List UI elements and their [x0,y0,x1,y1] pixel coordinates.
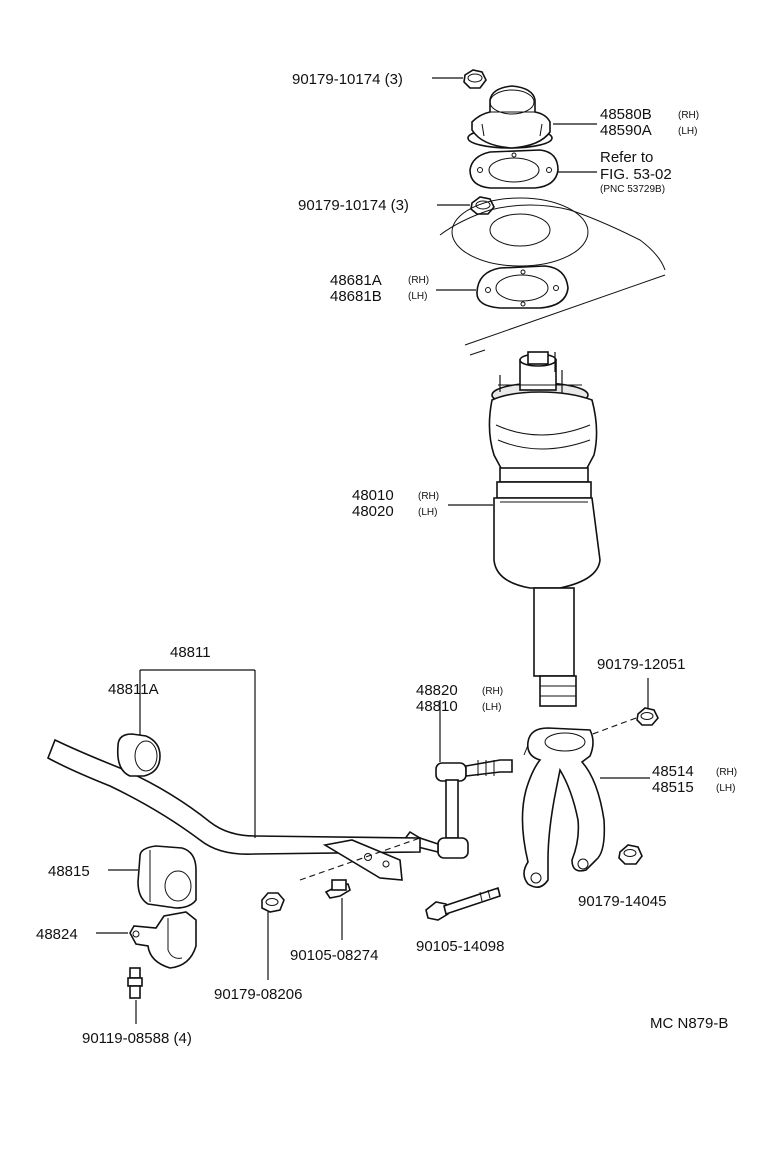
label-strut-lh: 48020 [352,503,394,520]
label-support-lh: 48590A [600,122,652,139]
stabilizer-bar [46,738,421,881]
label-fork-rh: 48514 [652,763,694,780]
label-support-rh: 48580B [600,106,652,123]
shock-fork [521,727,606,888]
label-nut-mid: 90179-10174 (3) [298,197,409,214]
air-strut [488,351,601,707]
label-strut-rh-side: (RH) [418,491,439,502]
fork-bolt [425,886,501,921]
label-bracket: 48824 [36,926,78,943]
link-nut [261,892,285,913]
label-refer-3: (PNC 53729B) [600,184,665,195]
label-refer-1: Refer to [600,149,653,166]
label-support-lh-side: (LH) [678,126,697,137]
bracket-bolt [127,967,143,999]
nut-fork-bottom [618,844,643,865]
label-gasket-lh-side: (LH) [408,291,427,302]
label-link-lh: 48810 [416,698,458,715]
upper-nut [463,69,487,89]
nut-fork-top [636,707,659,726]
cushion [137,845,197,909]
label-support-rh-side: (RH) [678,110,699,121]
label-link-rh-side: (RH) [482,686,503,697]
label-link-rh: 48820 [416,682,458,699]
stabilizer-link [402,700,513,859]
label-stabilizer-bar: 48811 [170,644,211,661]
label-gasket-lh: 48681B [330,288,382,305]
label-nut-link: 90179-08206 [214,986,302,1003]
label-nut-fork-bottom: 90179-14045 [578,893,666,910]
link-bolt [324,879,351,899]
label-nut-fork-top: 90179-12051 [597,656,685,673]
figure-code: MC N879-B [650,1015,728,1032]
label-refer-2: FIG. 53-02 [600,166,672,183]
label-bracket-bolt: 90119-08588 (4) [82,1030,192,1047]
label-bushing: 48811A [108,681,159,698]
upper-gasket [469,149,559,189]
label-fork-lh-side: (LH) [716,783,735,794]
body-panel [439,197,666,356]
lower-gasket [476,265,569,309]
label-nut-top: 90179-10174 (3) [292,71,403,88]
label-strut-rh: 48010 [352,487,394,504]
mid-nut [470,196,495,215]
label-bolt-fork: 90105-14098 [416,938,504,955]
label-cushion: 48815 [48,863,90,880]
label-gasket-rh-side: (RH) [408,275,429,286]
label-fork-lh: 48515 [652,779,694,796]
label-gasket-rh: 48681A [330,272,382,289]
label-strut-lh-side: (LH) [418,507,437,518]
bracket [129,911,197,969]
label-fork-rh-side: (RH) [716,767,737,778]
suspension-support [467,85,553,149]
label-bolt-link: 90105-08274 [290,947,378,964]
bushing [116,733,161,777]
label-link-lh-side: (LH) [482,702,501,713]
